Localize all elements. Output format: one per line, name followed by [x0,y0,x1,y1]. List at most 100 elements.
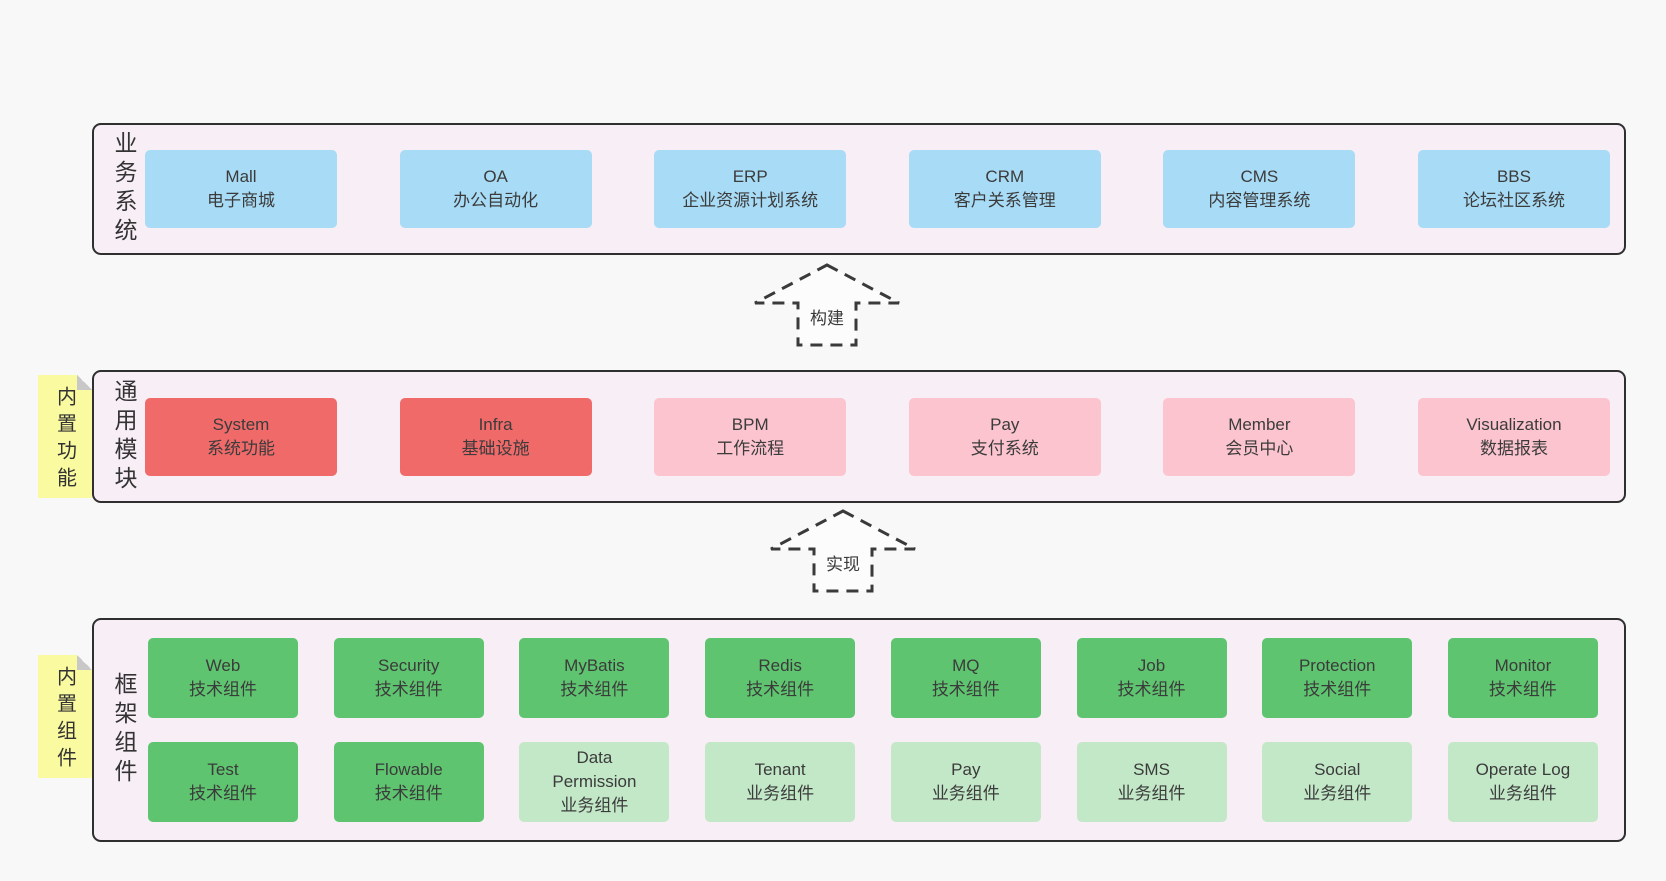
box-subtitle: 业务组件 [931,784,1000,803]
box-title: BPM [731,415,769,434]
components-row-1: Web 技术组件 Security 技术组件 MyBatis 技术组件 Redi… [148,638,1598,718]
box-title: Protection [1298,656,1376,675]
box-mall: Mall 电子商城 [145,150,337,228]
box-subtitle: 工作流程 [716,439,785,458]
box-data-permission: Data Permission 业务组件 [519,742,670,822]
box-subtitle: 技术组件 [746,680,815,699]
box-flowable: Flowable 技术组件 [333,742,484,822]
box-subtitle: 企业资源计划系统 [682,191,819,210]
band-modules-label: 通用模块 [111,378,137,495]
box-job: Job 技术组件 [1076,638,1227,718]
box-title: Infra [478,415,513,434]
box-subtitle: 技术组件 [189,784,257,803]
implement-arrow-label: 实现 [823,550,863,575]
box-protection: Protection 技术组件 [1262,638,1413,718]
box-cms: CMS 内容管理系统 [1163,150,1356,228]
folded-corner-icon [77,375,92,390]
band-business-systems: 业务系统 Mall 电子商城 OA 办公自动化 ERP 企业资源计划系统 CRM… [92,123,1626,255]
band-business-label: 业务系统 [111,131,137,247]
box-title: Test [207,760,239,779]
box-erp: ERP 企业资源计划系统 [654,150,847,228]
box-subtitle: 技术组件 [374,680,443,699]
box-title: Visualization [1466,415,1562,434]
box-title: Job [1137,656,1166,675]
box-title: OA [483,167,508,186]
box-member: Member 会员中心 [1163,398,1356,476]
box-mq: MQ 技术组件 [890,638,1041,718]
box-title: Tenant [754,760,806,779]
box-subtitle: 业务组件 [1303,784,1372,803]
box-title: Mall [225,167,257,186]
box-title: Social [1314,760,1361,779]
box-title: ERP [732,167,768,186]
box-title: Member [1228,415,1291,434]
box-title: Web [205,656,241,675]
box-title: CMS [1240,167,1279,186]
box-infra: Infra 基础设施 [399,398,592,476]
box-subtitle: 技术组件 [1117,680,1186,699]
box-subtitle: 技术组件 [189,680,257,699]
box-pay-component: Pay 业务组件 [890,742,1041,822]
box-web: Web 技术组件 [148,638,298,718]
sticky-note-label: 内置组件 [53,666,76,774]
box-system: System 系统功能 [145,398,337,476]
box-subtitle: 业务组件 [1117,784,1186,803]
box-title: Operate Log [1475,760,1571,779]
box-bpm: BPM 工作流程 [654,398,847,476]
box-subtitle: 业务组件 [1488,784,1557,803]
band-common-modules: 通用模块 System 系统功能 Infra 基础设施 BPM 工作流程 Pay… [92,370,1626,503]
box-subtitle: 办公自动化 [453,191,539,210]
build-arrow-label: 构建 [807,304,847,329]
box-title: MQ [952,656,980,675]
box-subtitle: 内容管理系统 [1208,191,1311,210]
box-monitor: Monitor 技术组件 [1447,638,1598,718]
box-redis: Redis 技术组件 [705,638,856,718]
box-title: Monitor [1494,656,1552,675]
folded-corner-icon [77,655,92,670]
box-title: Data Permission [552,748,637,791]
business-box-row: Mall 电子商城 OA 办公自动化 ERP 企业资源计划系统 CRM 客户关系… [145,150,1610,228]
box-bbs: BBS 论坛社区系统 [1417,150,1610,228]
box-title: CRM [985,167,1025,186]
box-subtitle: 技术组件 [560,680,629,699]
box-subtitle: 客户关系管理 [953,191,1056,210]
band-framework-components: 框架组件 Web 技术组件 Security 技术组件 MyBatis 技术组件… [92,618,1626,842]
modules-box-row: System 系统功能 Infra 基础设施 BPM 工作流程 Pay 支付系统… [145,398,1610,476]
box-tenant: Tenant 业务组件 [705,742,856,822]
box-subtitle: 数据报表 [1479,439,1548,458]
box-title: MyBatis [564,656,625,675]
box-subtitle: 电子商城 [207,191,275,210]
box-title: System [212,415,270,434]
box-operate-log: Operate Log 业务组件 [1447,742,1598,822]
box-subtitle: 基础设施 [461,439,530,458]
sticky-note-built-in-functions: 内置功能 [38,375,92,498]
box-title: Security [377,656,440,675]
box-mybatis: MyBatis 技术组件 [519,638,670,718]
box-title: Redis [758,656,802,675]
box-oa: OA 办公自动化 [399,150,592,228]
box-subtitle: 论坛社区系统 [1462,191,1565,210]
box-subtitle: 系统功能 [207,439,275,458]
box-pay-system: Pay 支付系统 [908,398,1101,476]
box-subtitle: 技术组件 [931,680,1000,699]
box-title: Pay [990,415,1020,434]
band-components-label: 框架组件 [111,672,137,788]
box-crm: CRM 客户关系管理 [908,150,1101,228]
box-security: Security 技术组件 [333,638,484,718]
build-arrow: 构建 [752,262,902,348]
box-subtitle: 技术组件 [1488,680,1557,699]
box-subtitle: 业务组件 [746,784,815,803]
box-title: Pay [951,760,981,779]
box-subtitle: 会员中心 [1225,439,1294,458]
components-row-2: Test 技术组件 Flowable 技术组件 Data Permission … [148,742,1598,822]
implement-arrow: 实现 [768,508,918,594]
box-subtitle: 业务组件 [560,796,629,815]
box-title: Flowable [374,760,443,779]
box-test: Test 技术组件 [148,742,298,822]
box-title: SMS [1133,760,1170,779]
box-subtitle: 技术组件 [1303,680,1372,699]
sticky-note-built-in-components: 内置组件 [38,655,92,778]
box-sms: SMS 业务组件 [1076,742,1227,822]
box-subtitle: 技术组件 [374,784,443,803]
